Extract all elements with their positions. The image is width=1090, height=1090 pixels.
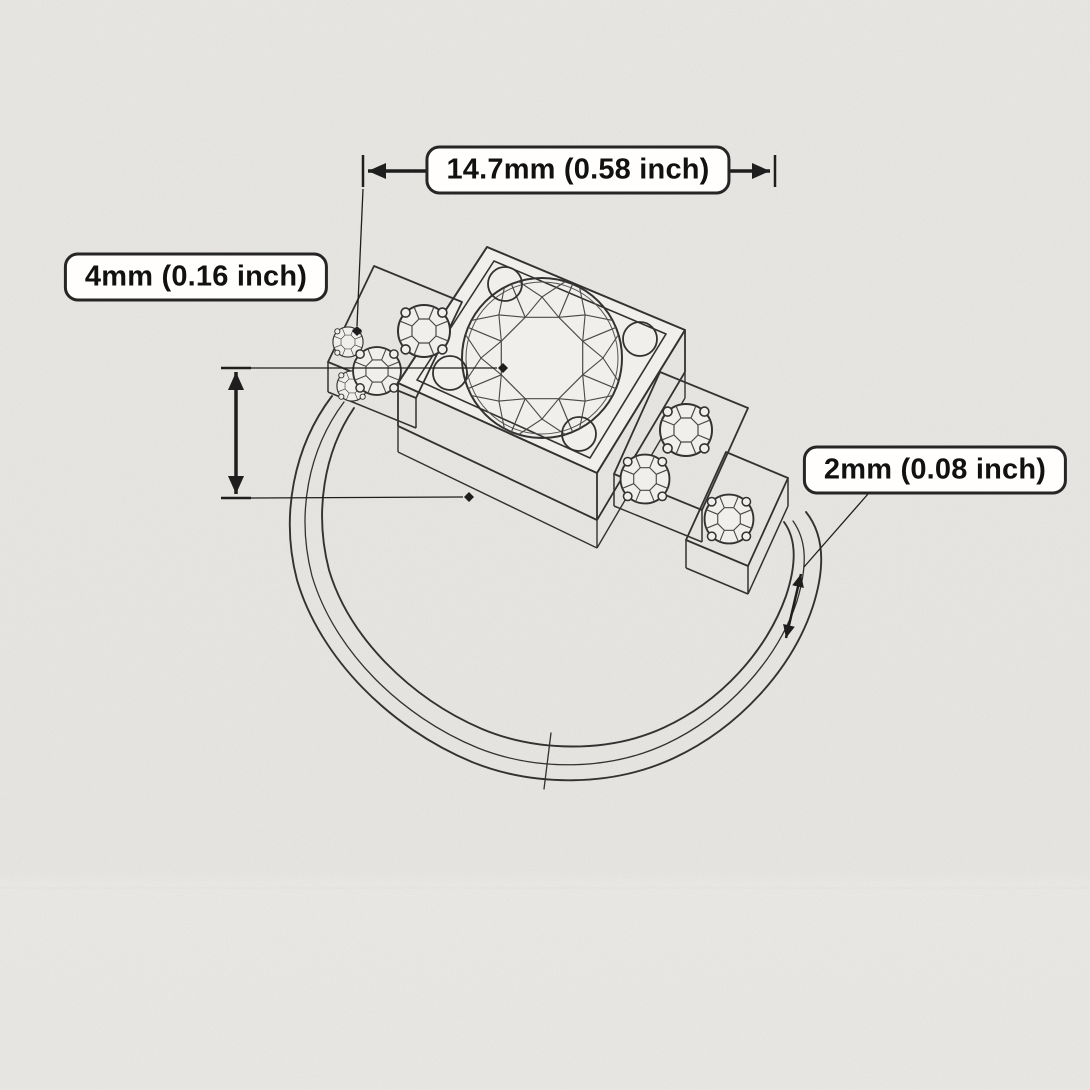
width-extension-line bbox=[356, 188, 364, 327]
band-dimension bbox=[783, 493, 869, 639]
dimension-label-height: 4mm (0.16 inch) bbox=[63, 252, 329, 302]
height-dimension bbox=[221, 363, 508, 502]
accent-stone bbox=[619, 453, 671, 505]
accent-stone bbox=[659, 403, 713, 457]
height-marker-diamond bbox=[464, 492, 474, 502]
center-stone bbox=[432, 266, 658, 452]
band-leader-line bbox=[803, 493, 869, 568]
center-stone-girdle-facets bbox=[465, 281, 619, 435]
height-extension-bottom bbox=[250, 496, 464, 499]
accent-stone bbox=[703, 493, 755, 545]
band-dimension-arrow bbox=[783, 573, 804, 639]
band-seam bbox=[543, 732, 552, 790]
dimension-label-width: 14.7mm (0.58 inch) bbox=[425, 145, 731, 195]
dimension-label-band: 2mm (0.08 inch) bbox=[802, 445, 1068, 495]
center-stone-kite-facets bbox=[467, 283, 617, 433]
center-stone-prongs bbox=[432, 266, 658, 452]
width-marker-diamond bbox=[352, 326, 362, 336]
left-accent-setting bbox=[327, 265, 463, 429]
accent-stone bbox=[397, 304, 451, 358]
height-marker-diamond bbox=[498, 363, 508, 373]
accent-stone bbox=[352, 346, 402, 396]
right-accent-setting bbox=[613, 371, 789, 595]
